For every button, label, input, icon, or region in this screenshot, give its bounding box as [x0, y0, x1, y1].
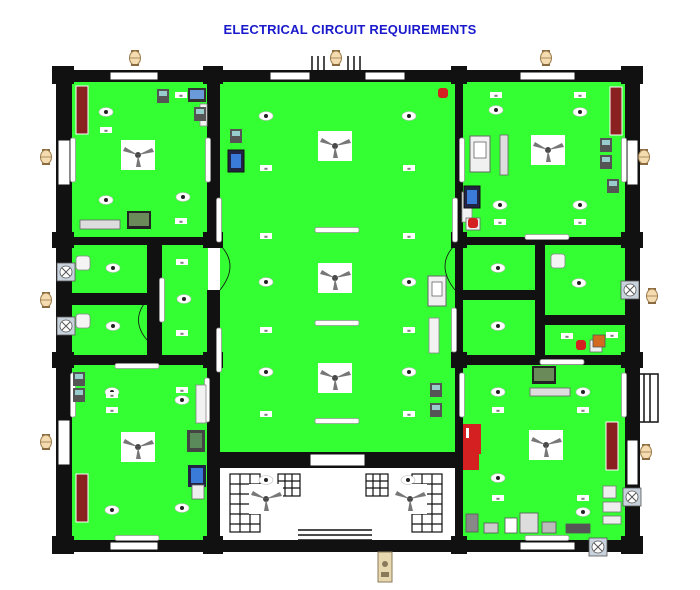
windows [57, 71, 639, 551]
door-swings [138, 244, 456, 341]
television-icon [127, 135, 556, 384]
wardrobe-icon [75, 85, 623, 523]
porch-grille-mid-right [365, 473, 389, 497]
utility-right [545, 325, 625, 355]
doorbell-panel-icon [377, 551, 393, 583]
water-heater-icon [75, 253, 566, 329]
computer-icon [187, 88, 481, 487]
washing-machine-icon [602, 485, 622, 525]
diagram-title: ELECTRICAL CIRCUIT REQUIREMENTS [223, 22, 477, 37]
porch-grille-right [411, 473, 443, 533]
microwave-icon [465, 334, 606, 534]
dvd-player-icon [79, 134, 571, 397]
toaster-icon [438, 88, 586, 350]
refrigerator-icon [463, 424, 481, 470]
top-steps [311, 56, 361, 72]
